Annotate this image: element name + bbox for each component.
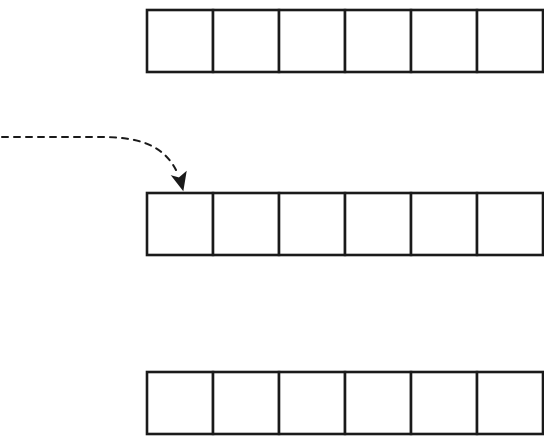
cell-rows — [145, 8, 544, 436]
row-2-cell-4 — [343, 191, 413, 257]
row-2-cell-3 — [277, 191, 347, 257]
row-1-cell-6 — [475, 8, 544, 74]
row-2-cell-2 — [211, 191, 281, 257]
row-3-cell-5 — [409, 370, 479, 436]
dashed-arrow — [1, 136, 187, 192]
row-3-cell-6 — [475, 370, 544, 436]
row-3-cell-1 — [145, 370, 215, 436]
arrow-head-icon — [170, 170, 187, 192]
row-1-cell-3 — [277, 8, 347, 74]
row-3 — [145, 370, 544, 436]
row-3-cell-4 — [343, 370, 413, 436]
row-3-cell-3 — [277, 370, 347, 436]
row-3-cell-2 — [211, 370, 281, 436]
row-1-cell-5 — [409, 8, 479, 74]
row-2-cell-6 — [475, 191, 544, 257]
row-1-cell-4 — [343, 8, 413, 74]
row-1 — [145, 8, 544, 74]
row-2-cell-1 — [145, 191, 215, 257]
row-1-cell-2 — [211, 8, 281, 74]
row-1-cell-1 — [145, 8, 215, 74]
dashed-arrow-line — [1, 136, 177, 171]
row-2 — [145, 191, 544, 257]
row-2-cell-5 — [409, 191, 479, 257]
